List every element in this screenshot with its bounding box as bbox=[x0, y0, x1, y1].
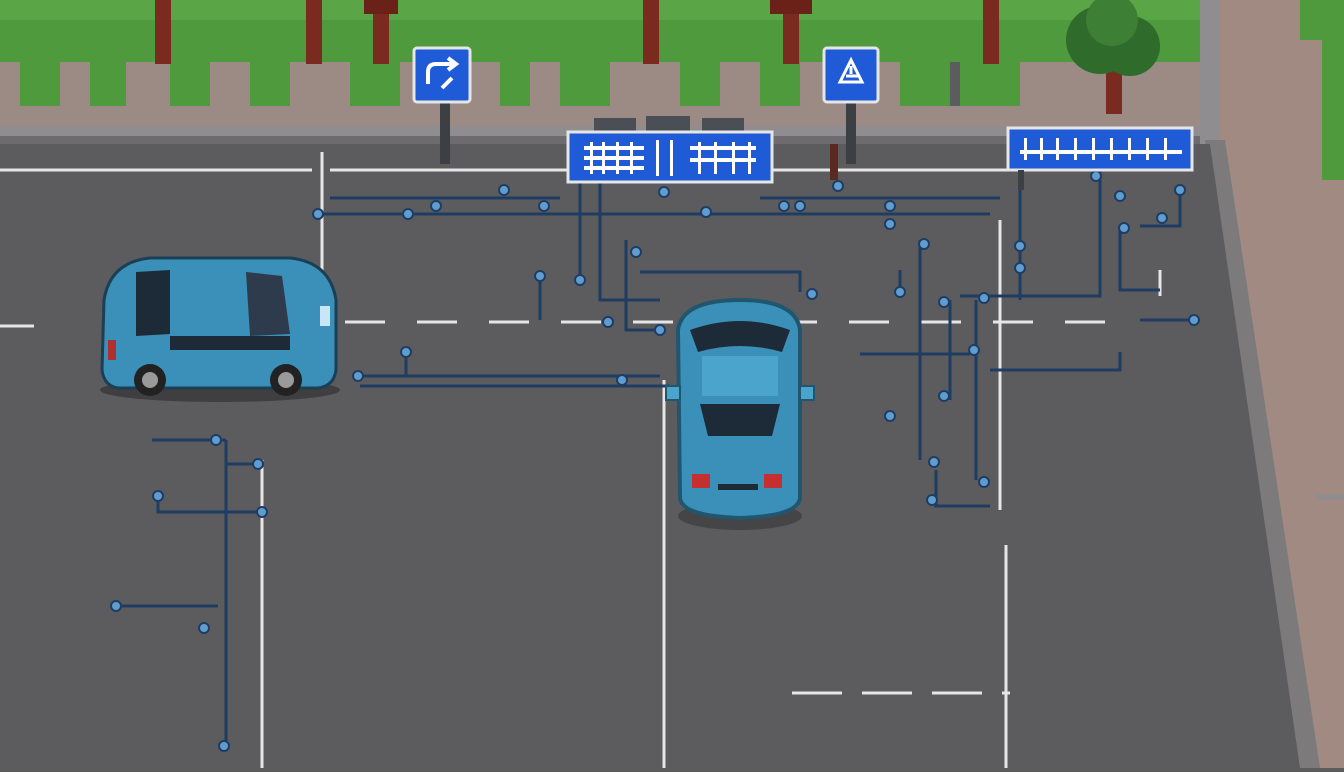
grass-area bbox=[0, 0, 1200, 106]
asphalt bbox=[0, 144, 1300, 768]
bollard bbox=[830, 144, 838, 180]
car-player[interactable] bbox=[665, 297, 815, 530]
sign-right bbox=[822, 46, 880, 164]
wire-nodes bbox=[110, 170, 1200, 752]
barcode-pattern-icon bbox=[584, 140, 756, 176]
barrier-pole bbox=[1316, 494, 1344, 500]
recycle-icon bbox=[837, 56, 865, 84]
banner-right bbox=[1006, 126, 1194, 190]
sign-left bbox=[412, 46, 472, 164]
tree-trunks bbox=[155, 0, 999, 64]
right-turn-arrow-icon bbox=[426, 56, 460, 90]
tree-icon bbox=[1066, 0, 1160, 114]
car-parked-left[interactable] bbox=[100, 256, 340, 402]
wheel-icon bbox=[134, 364, 302, 396]
barcode-pattern-icon bbox=[1020, 138, 1182, 160]
banner-center bbox=[566, 116, 774, 184]
